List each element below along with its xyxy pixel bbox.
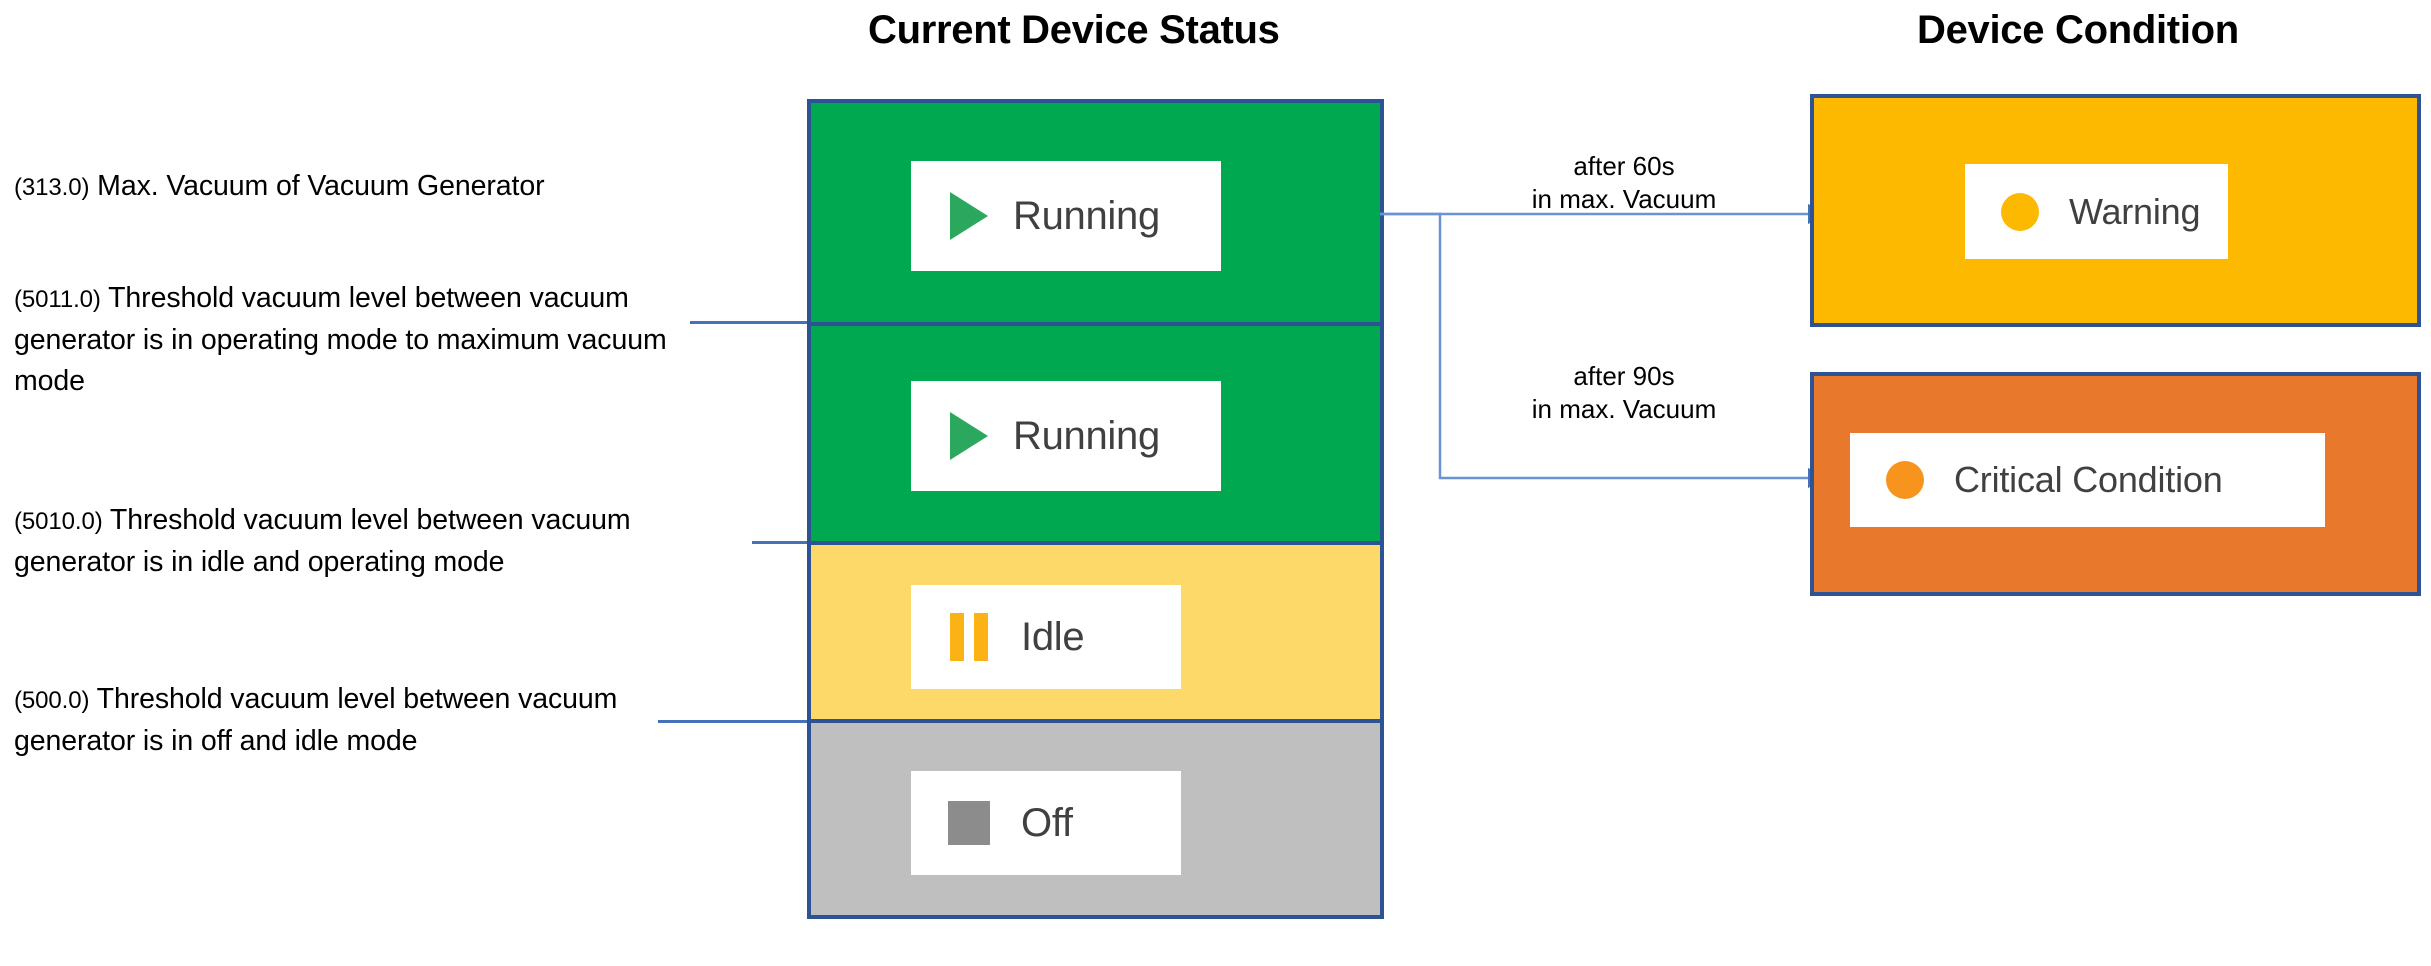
condition-label: Critical Condition xyxy=(1954,459,2223,500)
status-badge-running: Running xyxy=(911,381,1221,491)
status-column: Running Running Idle xyxy=(807,99,1384,919)
status-badge-label: Running xyxy=(1013,413,1160,458)
play-icon xyxy=(947,412,991,460)
status-dot-icon xyxy=(2001,192,2039,231)
transition-label-line2: in max. Vacuum xyxy=(1531,184,1717,214)
leader-line-threshold-5011 xyxy=(690,321,812,324)
play-icon xyxy=(947,192,991,240)
status-block-idle[interactable]: Idle xyxy=(807,541,1384,723)
condition-box-critical[interactable]: Critical Condition xyxy=(1810,372,2421,596)
annotation-text-5011: Threshold vacuum level between vacuum ge… xyxy=(14,282,667,397)
transition-connectors xyxy=(1380,204,1832,488)
transition-label-critical: after 90s in max. Vacuum xyxy=(1499,360,1749,426)
transition-label-line2: in max. Vacuum xyxy=(1531,394,1717,424)
status-badge-running: Running xyxy=(911,161,1221,271)
transition-label-warning: after 60s in max. Vacuum xyxy=(1499,150,1749,216)
connector-path-critical xyxy=(1380,212,1808,480)
condition-box-warning[interactable]: Warning xyxy=(1810,94,2421,327)
annotation-text-500: Threshold vacuum level between vacuum ge… xyxy=(14,683,618,757)
condition-badge-warning: Warning xyxy=(1965,164,2228,259)
annotation-threshold-5010: (5010.0) Threshold vacuum level between … xyxy=(14,500,754,583)
annotation-text-313: Max. Vacuum of Vacuum Generator xyxy=(97,170,545,202)
status-block-running-max-vacuum[interactable]: Running xyxy=(807,99,1384,326)
annotation-max-vacuum: (313.0) Max. Vacuum of Vacuum Generator xyxy=(14,166,545,208)
annotation-code-5010: (5010.0) xyxy=(14,508,103,535)
annotation-code-500: (500.0) xyxy=(14,687,90,714)
annotation-threshold-500: (500.0) Threshold vacuum level between v… xyxy=(14,679,674,762)
status-block-off[interactable]: Off xyxy=(807,719,1384,919)
annotation-code-313: (313.0) xyxy=(14,174,90,201)
leader-line-threshold-5010 xyxy=(752,541,812,544)
pause-icon xyxy=(947,613,991,661)
status-badge-label: Off xyxy=(1021,800,1073,845)
condition-badge-critical: Critical Condition xyxy=(1850,433,2325,527)
annotation-threshold-5011: (5011.0) Threshold vacuum level between … xyxy=(14,278,674,402)
status-badge-label: Running xyxy=(1013,193,1160,238)
page-title-current-device-status: Current Device Status xyxy=(868,8,1280,52)
condition-label: Warning xyxy=(2069,190,2201,232)
status-block-running-operating[interactable]: Running xyxy=(807,322,1384,545)
status-badge-off: Off xyxy=(911,771,1181,875)
transition-label-line1: after 60s xyxy=(1573,151,1675,181)
status-badge-label: Idle xyxy=(1021,614,1085,659)
annotation-code-5011: (5011.0) xyxy=(14,286,101,313)
status-badge-idle: Idle xyxy=(911,585,1181,689)
leader-line-threshold-500 xyxy=(658,720,812,723)
transition-label-line1: after 90s xyxy=(1573,361,1675,391)
page-title-device-condition: Device Condition xyxy=(1917,8,2239,52)
stop-icon xyxy=(947,799,991,847)
annotation-text-5010: Threshold vacuum level between vacuum ge… xyxy=(14,504,631,578)
status-dot-icon xyxy=(1886,461,1924,499)
